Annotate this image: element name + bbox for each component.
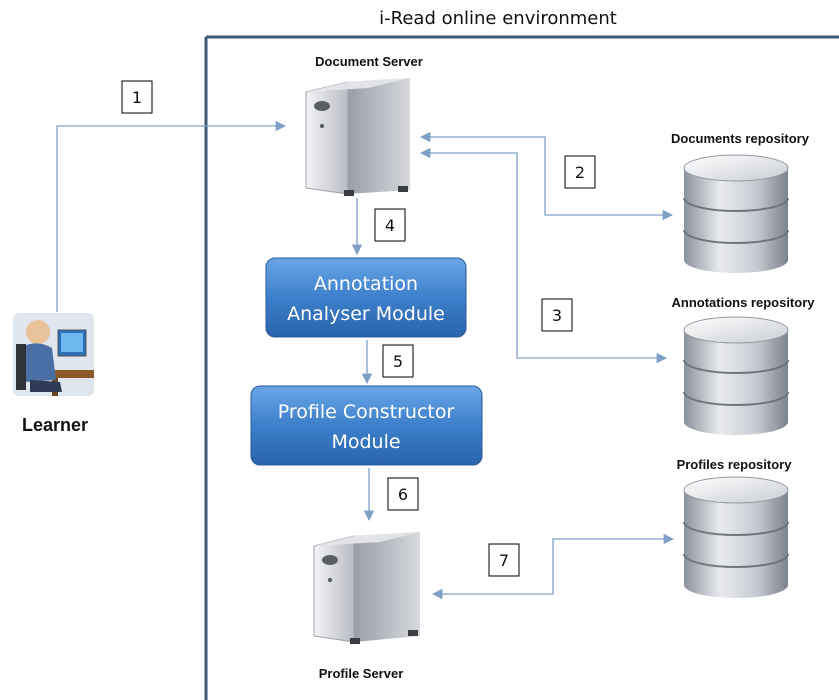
profile-server-label: Profile Server (319, 666, 404, 681)
learner-label: Learner (22, 415, 88, 435)
step-7-label: 7 (499, 551, 509, 570)
step-6-label: 6 (398, 485, 408, 504)
annotation-module-line2: Analyser Module (287, 303, 445, 325)
step-3-label: 3 (552, 306, 562, 325)
step-2-box: 2 (564, 155, 596, 189)
learner-to-document-server-arrow (56, 120, 287, 312)
annotations-repository-icon (683, 316, 789, 435)
step-4-box: 4 (374, 208, 406, 242)
step-3-box: 3 (541, 298, 573, 332)
step-2-label: 2 (575, 163, 585, 182)
step-6-box: 6 (387, 477, 419, 511)
annotations-repository-label: Annotations repository (671, 295, 815, 310)
environment-title: i-Read online environment (379, 8, 617, 29)
online-environment-frame (204, 35, 839, 700)
step-5-label: 5 (393, 352, 403, 371)
document-server-to-annotations-repository-arrow (419, 147, 668, 364)
profile-server-icon (313, 532, 420, 644)
profile-server-to-profiles-repository-arrow (431, 533, 675, 600)
annotation-module-line1: Annotation (314, 273, 418, 295)
document-server-to-documents-repository-arrow (419, 131, 674, 221)
profile-constructor-module: Profile Constructor Module (250, 385, 483, 466)
step-4-label: 4 (385, 216, 395, 235)
annotation-analyser-module: Annotation Analyser Module (265, 257, 467, 338)
profiles-repository-label: Profiles repository (677, 457, 793, 472)
profile-module-line2: Module (331, 431, 400, 453)
documents-repository-label: Documents repository (671, 131, 810, 146)
step-7-box: 7 (488, 543, 520, 577)
learner-icon (13, 313, 94, 396)
step-1-label: 1 (132, 88, 142, 107)
step-5-box: 5 (382, 344, 414, 378)
step-1-box: 1 (121, 80, 153, 114)
documents-repository-icon (683, 154, 789, 273)
document-server-label: Document Server (315, 54, 423, 69)
profiles-repository-icon (683, 476, 789, 598)
profile-module-line1: Profile Constructor (278, 401, 455, 423)
document-server-icon (305, 78, 410, 196)
